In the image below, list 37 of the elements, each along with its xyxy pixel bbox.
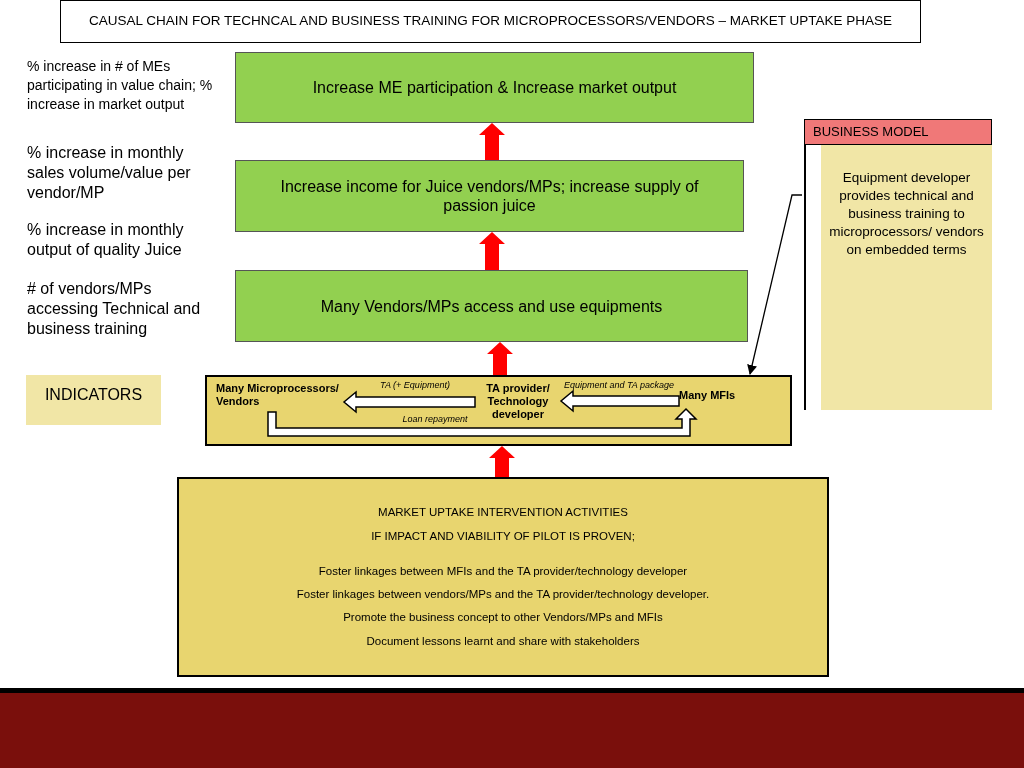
activities-heading: IF IMPACT AND VIABILITY OF PILOT IS PROVEN; xyxy=(371,528,635,544)
indicator-text: % increase in monthly sales volume/value per vendor/MP xyxy=(27,143,192,203)
node-label: INDICATORS xyxy=(44,385,143,405)
node-label: Increase ME participation & Increase market output xyxy=(312,78,677,97)
indicators-box xyxy=(26,375,161,425)
indicator-text: # of vendors/MPs accessing Technical and business training xyxy=(27,279,202,339)
activity-item: Document lessons learnt and share with stakeholders xyxy=(366,633,640,649)
node-label: TA provider/ Technology developer xyxy=(485,382,551,421)
node-label: Many Vendors/MPs access and use equipments xyxy=(320,296,663,316)
activities-heading: MARKET UPTAKE INTERVENTION ACTIVITIES xyxy=(378,505,628,521)
outcome-box xyxy=(235,52,754,123)
activity-item: Promote the business concept to other Vendors/MPs and MFIs xyxy=(343,610,663,626)
node-label: Many MFIs xyxy=(679,389,736,402)
indicator-text: % increase in # of MEs participating in value chain; % increase in market output xyxy=(27,57,214,114)
activity-item: Foster linkages between MFIs and the TA provider/technology developer xyxy=(318,563,688,579)
block-arrow xyxy=(479,123,505,160)
hollow-u-arrow xyxy=(267,407,698,437)
outcome-box xyxy=(235,270,748,342)
block-arrow xyxy=(487,342,513,375)
panel-text: Equipment developer provides technical and business training to microprocessors/ vendors on embedded terms xyxy=(829,169,984,259)
hollow-arrow xyxy=(342,390,476,414)
title-box: CAUSAL CHAIN FOR TECHNCAL AND BUSINESS TRAINING FOR MICROPROCESSORS/VENDORS – MARKET UPTAKE PHASE xyxy=(60,0,921,43)
panel-heading: BUSINESS MODEL xyxy=(813,123,929,142)
hollow-arrow xyxy=(559,389,680,413)
activities-box xyxy=(177,477,829,677)
indicator-text: % increase in monthly output of quality Juice xyxy=(27,220,185,260)
edge-label: Equipment and TA package xyxy=(562,380,676,391)
edge-label: Loan repayment xyxy=(401,414,469,425)
leader-arrow xyxy=(747,194,803,375)
outcome-box xyxy=(235,160,744,232)
edge-label: TA (+ Equipment) xyxy=(379,380,451,391)
activity-item: Foster linkages between vendors/MPs and the TA provider/technology developer. xyxy=(296,587,710,602)
business-model-box xyxy=(804,119,992,410)
block-arrow xyxy=(489,446,515,477)
node-label: Many Microprocessors/ Vendors xyxy=(216,382,340,408)
node-label: Increase income for Juice vendors/MPs; increase supply of passion juice xyxy=(279,177,700,215)
block-arrow xyxy=(479,232,505,270)
